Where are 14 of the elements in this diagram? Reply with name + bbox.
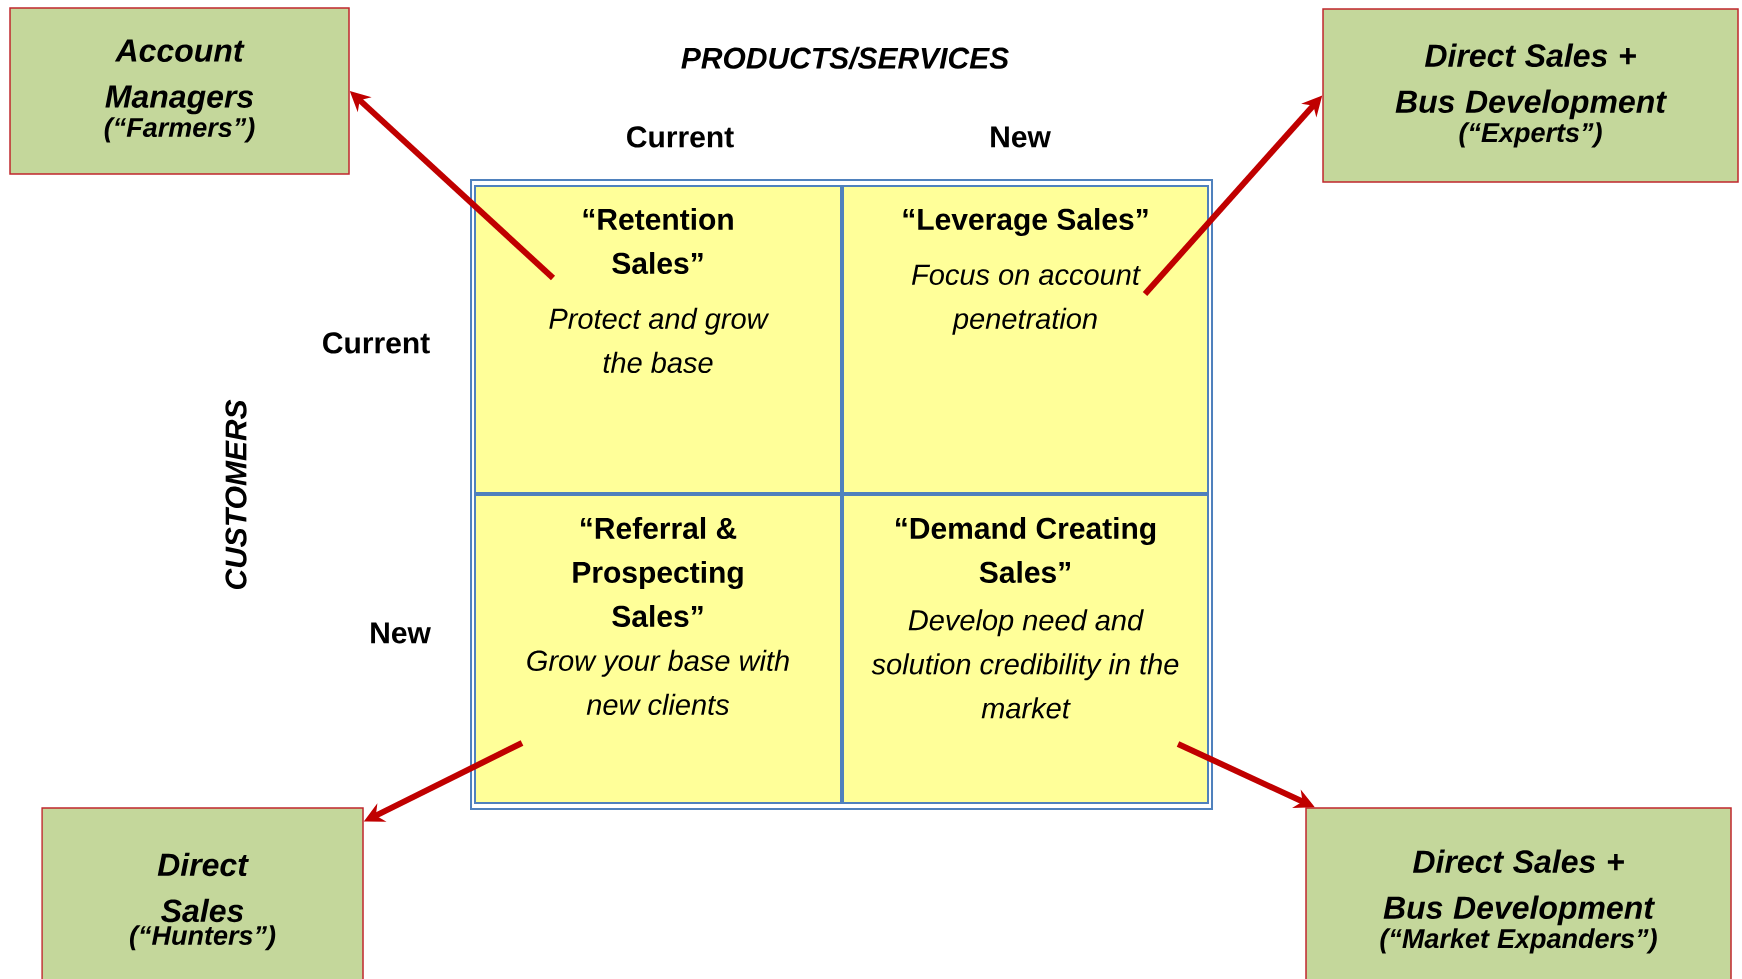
quadrant-cell: “Retention Sales” Protect and grow the base bbox=[474, 185, 842, 494]
role-box: Account Managers (“Farmers”) bbox=[9, 7, 350, 175]
axis-label: Current bbox=[323, 332, 430, 354]
axis-title: CUSTOMERS bbox=[225, 399, 247, 590]
axis-label: New bbox=[371, 622, 431, 644]
role-box: Direct Sales + Bus Development (“Market Expanders”) bbox=[1305, 807, 1732, 979]
role-box: Direct Sales (“Hunters”) bbox=[41, 807, 364, 979]
quadrant-cell: “Referral & Prospecting Sales” Grow your base with new clients bbox=[474, 494, 842, 804]
quadrant-cell: “Demand Creating Sales” Develop need and solution credibility in the market bbox=[842, 494, 1209, 804]
role-box: Direct Sales + Bus Development (“Experts”) bbox=[1322, 8, 1739, 183]
axis-title: PRODUCTS/SERVICES bbox=[681, 46, 1009, 70]
axis-label: Current bbox=[627, 126, 734, 148]
axis-label: New bbox=[991, 126, 1051, 148]
quadrant-cell: “Leverage Sales” Focus on account penetration bbox=[842, 185, 1209, 494]
